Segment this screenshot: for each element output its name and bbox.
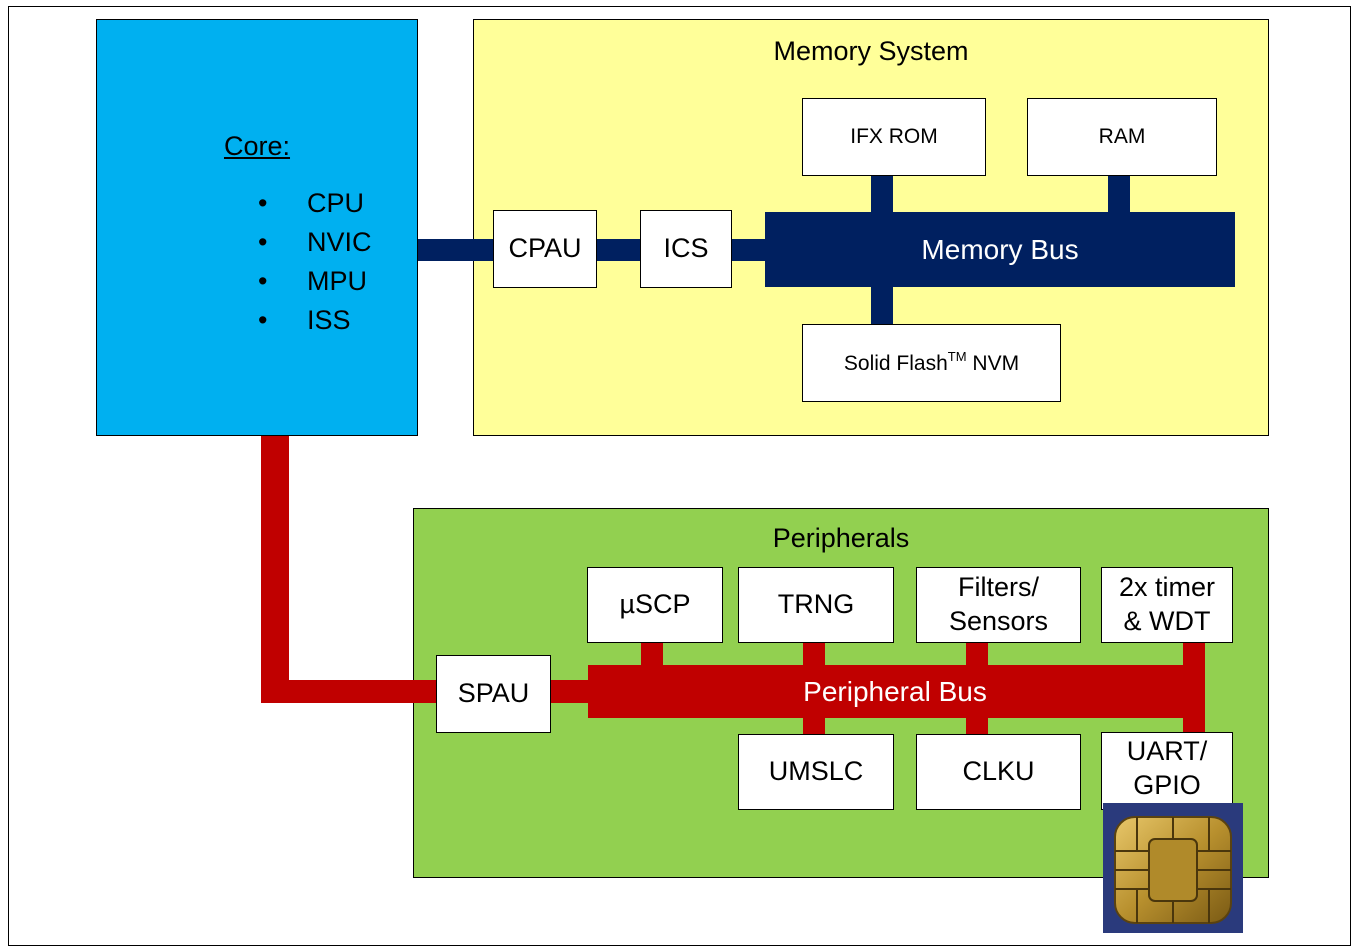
uscp-bus-stub [641, 641, 663, 669]
filters-bus-stub [966, 641, 988, 669]
core-title: Core: [223, 131, 291, 161]
spau-to-bus-link [550, 680, 590, 703]
cpau-box: CPAU [493, 210, 597, 288]
filters-sensors-box: Filters/ Sensors [916, 567, 1081, 643]
clku-bus-stub [966, 715, 988, 737]
uart-label-line1: UART/ [1126, 736, 1208, 766]
ram-bus-stub [1108, 174, 1130, 214]
umslc-box: UMSLC [738, 734, 894, 810]
smartcard-chip-icon [1103, 803, 1243, 933]
core-item-cpu: CPU [258, 184, 372, 223]
ifx-rom-label: IFX ROM [850, 124, 938, 148]
timer-label-line2: & WDT [1123, 606, 1211, 636]
uscp-box: µSCP [587, 567, 723, 643]
filters-label-line2: Sensors [948, 606, 1049, 636]
ics-label: ICS [663, 233, 709, 264]
rom-bus-stub [871, 174, 893, 214]
memory-bus: Memory Bus [765, 212, 1235, 287]
ram-label: RAM [1098, 124, 1146, 148]
core-to-cpau-link [418, 239, 494, 261]
umslc-bus-stub [803, 715, 825, 737]
trng-bus-stub [803, 641, 825, 669]
solid-flash-nvm-label: Solid FlashTM NVM [843, 348, 1020, 375]
core-to-spau-link [261, 680, 437, 703]
trng-box: TRNG [738, 567, 894, 643]
clku-box: CLKU [916, 734, 1081, 810]
trng-label: TRNG [777, 589, 855, 620]
peripherals-title: Peripherals [772, 523, 910, 553]
memory-system-title: Memory System [773, 36, 969, 66]
peripheral-bus: Peripheral Bus [588, 665, 1202, 718]
filters-label-line1: Filters/ [958, 572, 1039, 603]
ram-box: RAM [1027, 98, 1217, 176]
memory-bus-label: Memory Bus [921, 233, 1079, 265]
core-item-nvic: NVIC [258, 223, 372, 262]
spau-box: SPAU [436, 655, 551, 733]
cpau-label: CPAU [508, 233, 582, 264]
peripheral-bus-label: Peripheral Bus [803, 675, 987, 707]
ics-to-bus-link [731, 239, 771, 261]
uart-gpio-box: UART/ GPIO [1101, 732, 1233, 810]
ics-box: ICS [640, 210, 732, 288]
core-to-peripheral-vertical-link [261, 436, 289, 703]
ifx-rom-box: IFX ROM [802, 98, 986, 176]
nvm-bus-stub [871, 285, 893, 327]
core-item-mpu: MPU [258, 262, 372, 301]
clku-label: CLKU [962, 756, 1035, 787]
core-item-iss: ISS [258, 301, 372, 340]
solid-flash-nvm-box: Solid FlashTM NVM [802, 324, 1061, 402]
umslc-label: UMSLC [768, 756, 864, 787]
spau-label: SPAU [457, 678, 530, 709]
uscp-label: µSCP [619, 589, 691, 620]
uart-label-line2: GPIO [1133, 769, 1201, 800]
timer-label-line1: 2x timer [1118, 572, 1216, 603]
timer-wdt-box: 2x timer & WDT [1101, 567, 1233, 643]
core-feature-list: CPU NVIC MPU ISS [258, 184, 372, 340]
cpau-to-ics-link [596, 239, 641, 261]
